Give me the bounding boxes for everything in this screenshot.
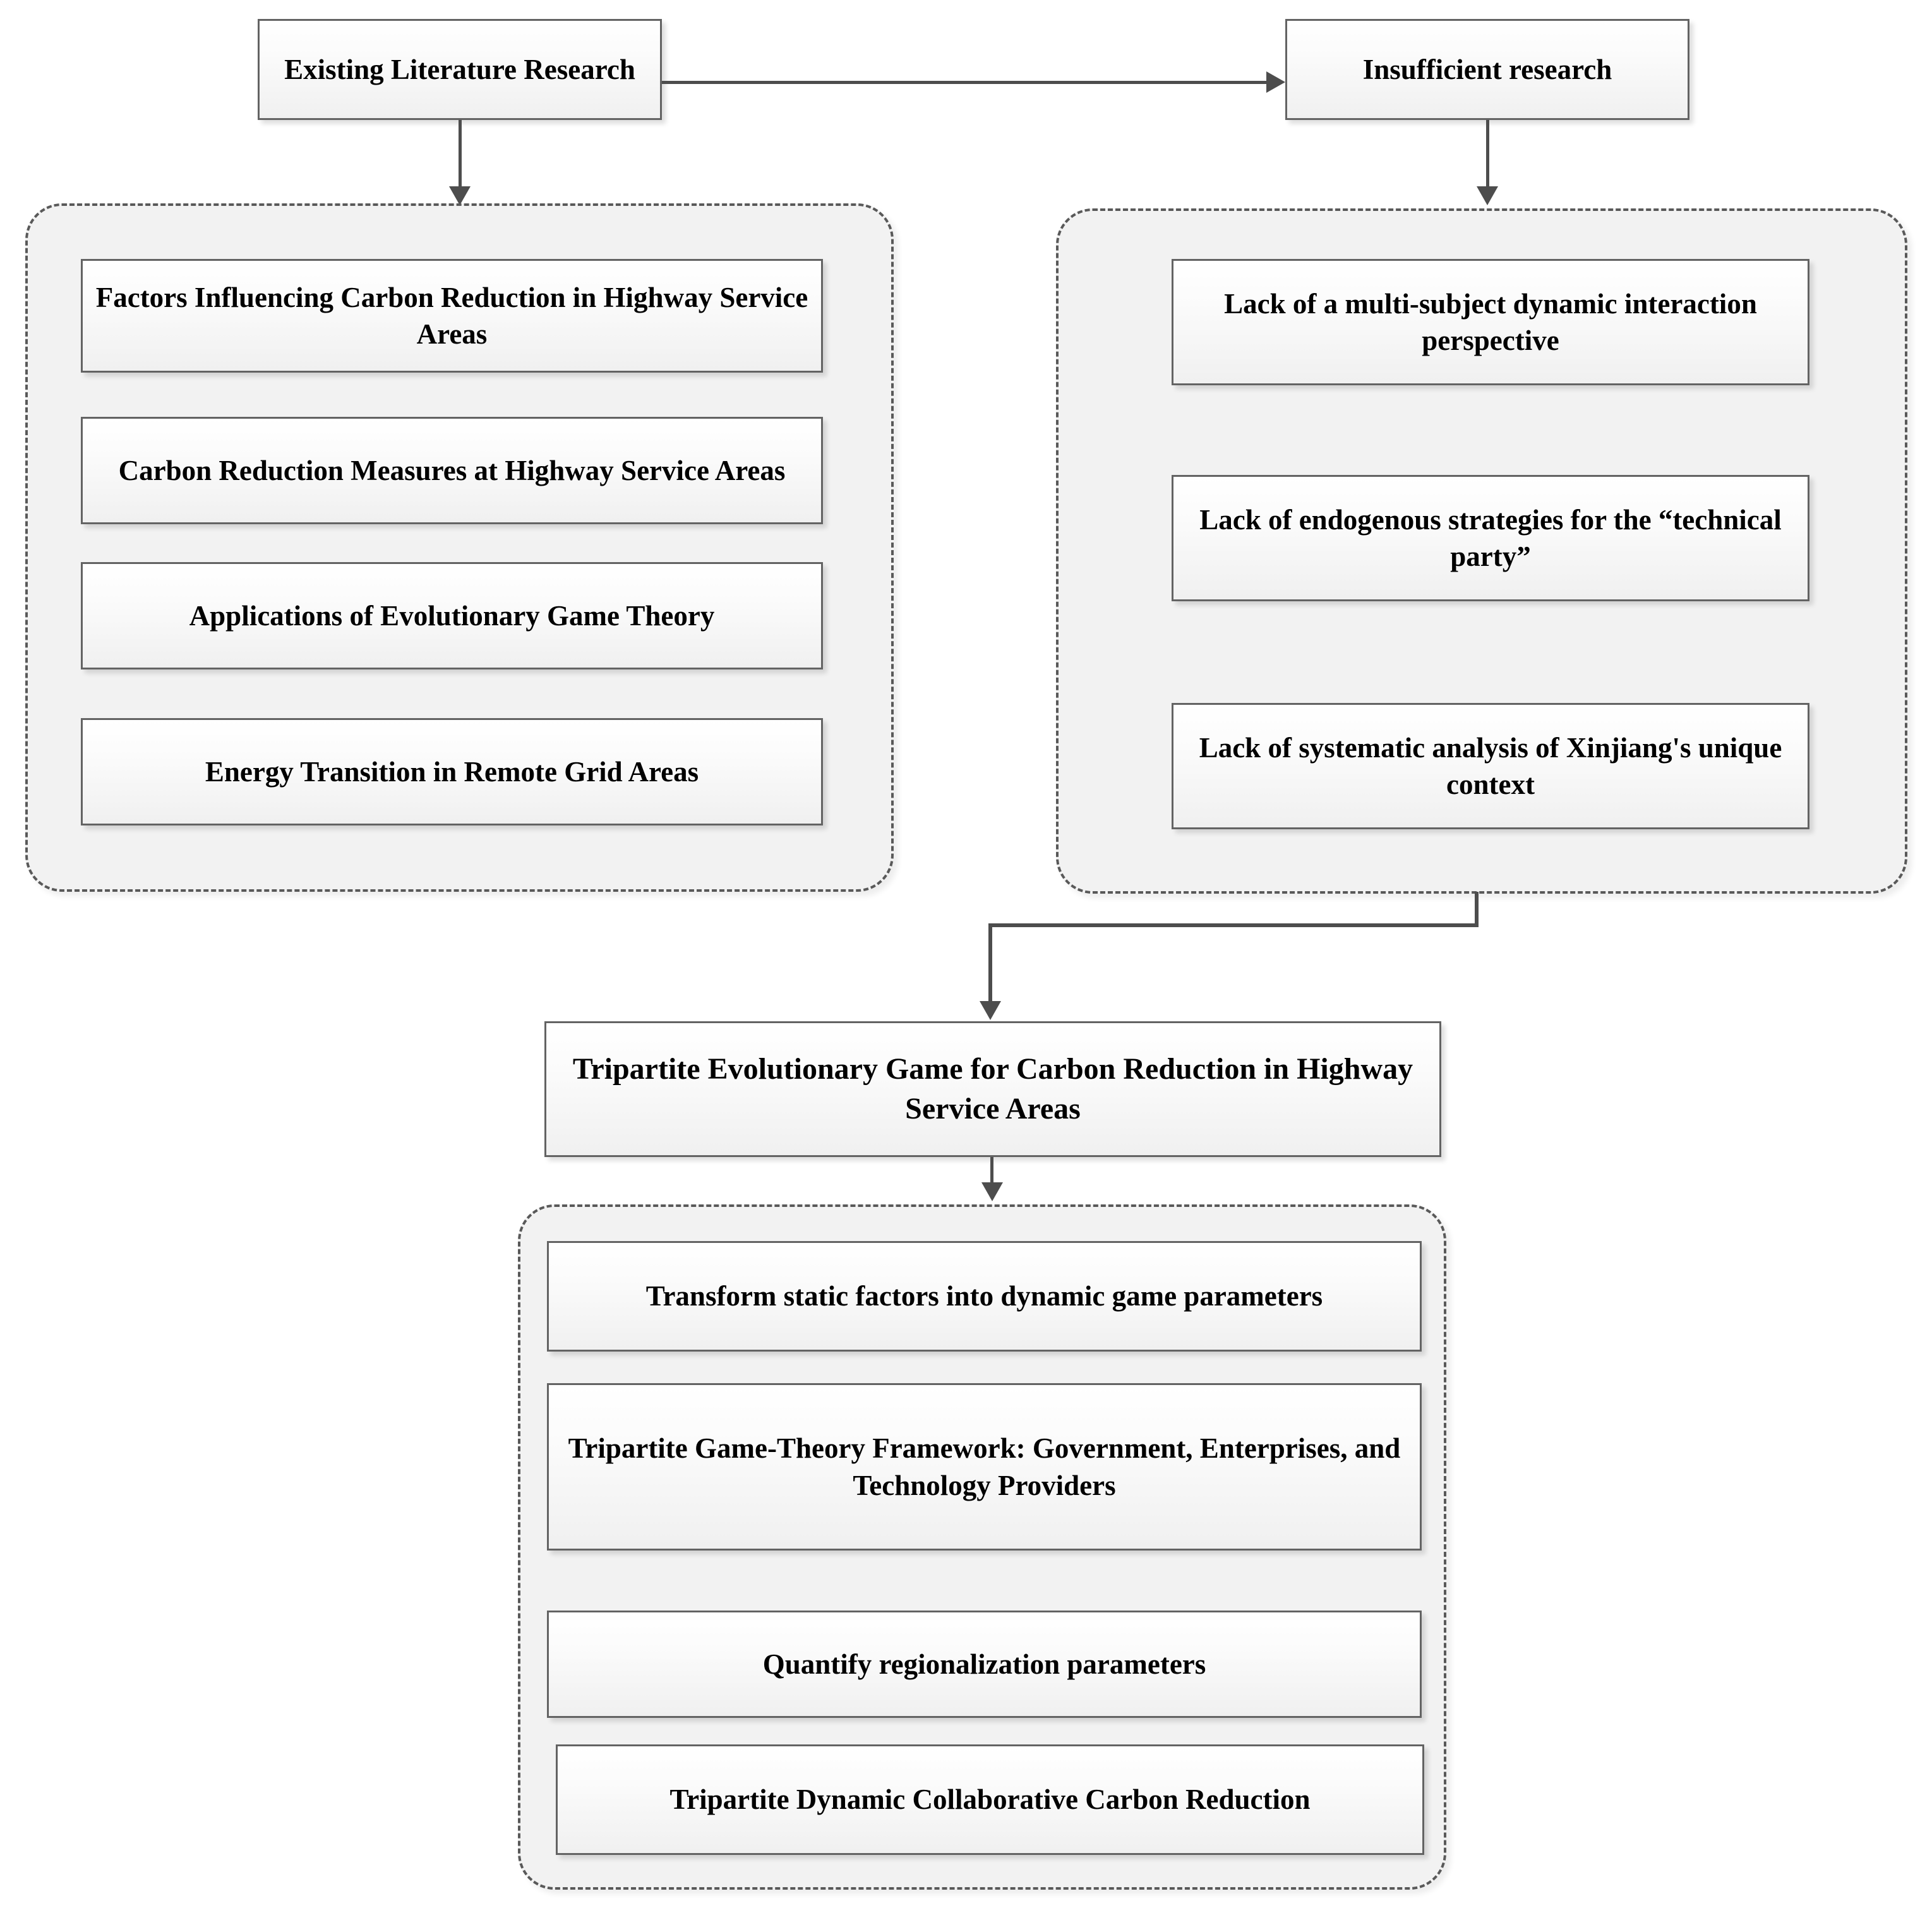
connector-main-to-bottom-group-arrowhead — [981, 1182, 1003, 1201]
connector-groups-to-main-arrowhead — [980, 1001, 1001, 1020]
node-existing-literature-research-label: Existing Literature Research — [284, 53, 635, 85]
node-tripartite-game-theory-framework-label: Tripartite Game-Theory Framework: Govern… — [568, 1432, 1401, 1501]
connector-literature-to-insufficient-line — [662, 81, 1268, 84]
node-insufficient-research-label: Insufficient research — [1362, 53, 1612, 85]
node-carbon-reduction-measures[interactable]: Carbon Reduction Measures at Highway Ser… — [81, 417, 823, 524]
node-tripartite-evolutionary-game[interactable]: Tripartite Evolutionary Game for Carbon … — [544, 1021, 1441, 1157]
node-lack-multi-subject-perspective[interactable]: Lack of a multi-subject dynamic interact… — [1172, 259, 1809, 385]
connector-main-to-bottom-group-line — [990, 1157, 993, 1189]
node-lack-endogenous-strategies-label: Lack of endogenous strategies for the “t… — [1199, 503, 1782, 573]
connector-literature-to-insufficient-arrowhead — [1266, 71, 1285, 93]
node-applications-of-evolutionary-game-theory-label: Applications of Evolutionary Game Theory — [189, 599, 715, 632]
node-factors-influencing-carbon-reduction-label: Factors Influencing Carbon Reduction in … — [95, 281, 808, 351]
node-insufficient-research[interactable]: Insufficient research — [1285, 19, 1689, 120]
node-tripartite-dynamic-collaborative-carbon-reduction-label: Tripartite Dynamic Collaborative Carbon … — [669, 1784, 1311, 1816]
node-lack-endogenous-strategies[interactable]: Lack of endogenous strategies for the “t… — [1172, 475, 1809, 601]
connector-literature-to-left-group-arrowhead — [449, 186, 471, 205]
node-transform-static-factors-label: Transform static factors into dynamic ga… — [645, 1280, 1323, 1312]
node-energy-transition-remote-grid[interactable]: Energy Transition in Remote Grid Areas — [81, 718, 823, 825]
connector-insufficient-to-right-group-arrowhead — [1477, 186, 1498, 205]
connector-insufficient-to-right-group-line — [1486, 120, 1489, 191]
node-tripartite-evolutionary-game-label: Tripartite Evolutionary Game for Carbon … — [572, 1052, 1413, 1125]
node-lack-multi-subject-perspective-label: Lack of a multi-subject dynamic interact… — [1224, 287, 1757, 357]
node-carbon-reduction-measures-label: Carbon Reduction Measures at Highway Ser… — [118, 454, 786, 486]
connector-literature-to-left-group-line — [459, 120, 462, 191]
node-factors-influencing-carbon-reduction[interactable]: Factors Influencing Carbon Reduction in … — [81, 259, 823, 373]
node-applications-of-evolutionary-game-theory[interactable]: Applications of Evolutionary Game Theory — [81, 562, 823, 669]
connector-groups-to-main-vertical-down — [988, 923, 992, 1005]
node-tripartite-game-theory-framework[interactable]: Tripartite Game-Theory Framework: Govern… — [547, 1383, 1422, 1551]
connector-groups-to-main-horizontal — [988, 923, 1479, 927]
node-lack-systematic-analysis-xinjiang[interactable]: Lack of systematic analysis of Xinjiang'… — [1172, 703, 1809, 829]
node-lack-systematic-analysis-xinjiang-label: Lack of systematic analysis of Xinjiang'… — [1199, 731, 1782, 801]
node-quantify-regionalization-parameters-label: Quantify regionalization parameters — [762, 1648, 1206, 1680]
node-tripartite-dynamic-collaborative-carbon-reduction[interactable]: Tripartite Dynamic Collaborative Carbon … — [556, 1744, 1424, 1855]
connector-groups-to-main-vertical-right — [1475, 892, 1479, 927]
node-energy-transition-remote-grid-label: Energy Transition in Remote Grid Areas — [205, 755, 699, 788]
node-transform-static-factors[interactable]: Transform static factors into dynamic ga… — [547, 1241, 1422, 1352]
node-quantify-regionalization-parameters[interactable]: Quantify regionalization parameters — [547, 1611, 1422, 1718]
node-existing-literature-research[interactable]: Existing Literature Research — [258, 19, 662, 120]
